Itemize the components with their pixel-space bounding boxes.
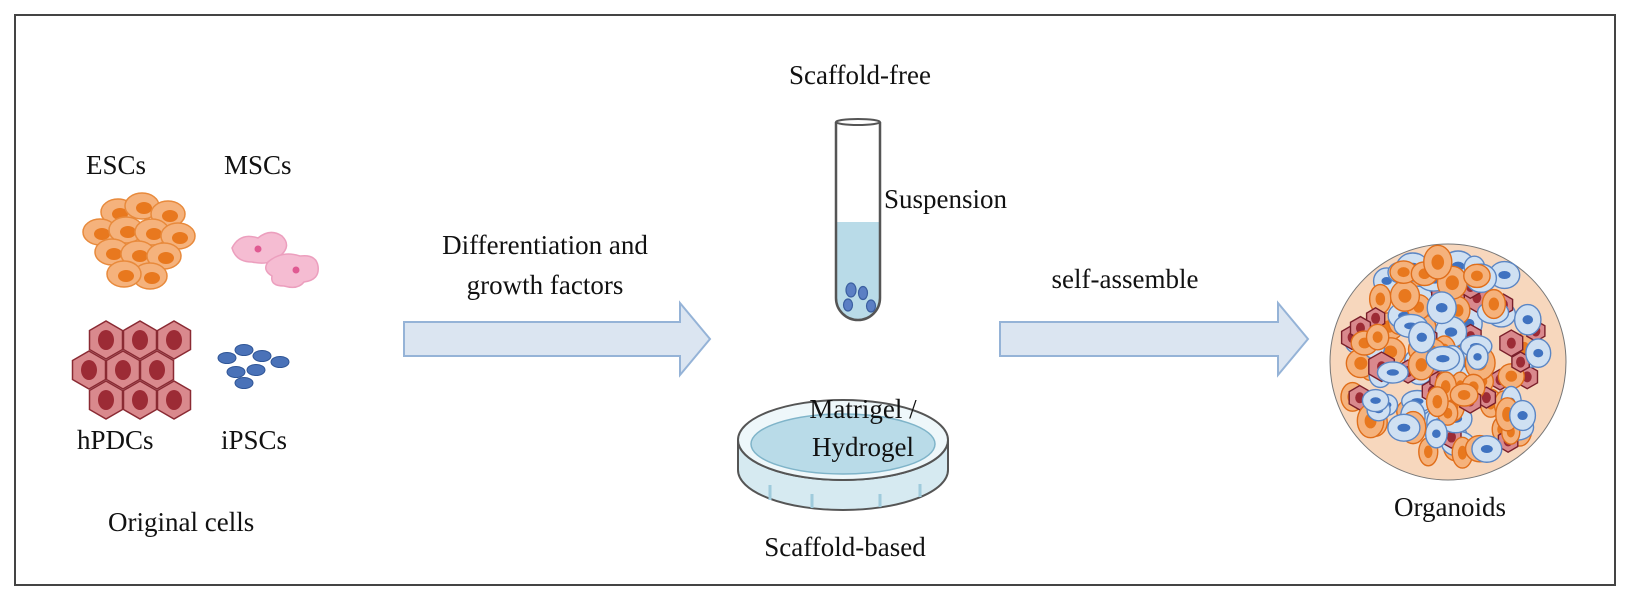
hpdc-nucleus [115,360,131,380]
hpdc-nucleus [98,390,114,410]
suspended-organoid [842,298,854,312]
organoids-label: Organoids [1394,492,1506,522]
organoid-cell-nucleus [1481,392,1491,404]
hpdc-nucleus [149,360,165,380]
msc-nucleus [292,266,300,274]
organoid-cell-nucleus [1432,429,1441,438]
organoid-cell-nucleus [1381,277,1392,285]
differentiation-arrow [403,300,712,378]
organoid-cell-nucleus [1431,254,1445,270]
organoid-cell-nucleus [1370,397,1381,404]
hpdc-label: hPDCs [77,425,154,455]
organoid-cell-nucleus [1397,267,1410,278]
scaffold-free-label: Scaffold-free [789,60,931,90]
ipsc-cells [217,344,290,389]
organoid-cell-nucleus [1522,315,1534,325]
hpdc-nucleus [166,390,182,410]
tube-rim [835,118,881,126]
organoid-cell-nucleus [1432,394,1443,409]
petri-dish [737,399,949,511]
esc-nucleus [158,252,174,264]
ipsc-cell [234,344,254,356]
organoid-cell-nucleus [1473,353,1482,361]
esc-nucleus [146,228,162,240]
esc-nucleus [136,202,152,214]
hpdc-nucleus [132,330,148,350]
organoid-cell-nucleus [1397,423,1411,432]
organoid-cell-nucleus [1416,332,1427,342]
organoid-cell-nucleus [1517,411,1528,421]
organoid-cell-nucleus [1354,356,1368,370]
organoid-cell-nucleus [1444,327,1458,337]
esc-nucleus [118,270,134,282]
matrigel-label: Matrigel / [809,394,917,424]
hpdc-nucleus [132,390,148,410]
ipsc-cell [246,364,266,376]
organoid-cell-nucleus [1371,312,1381,324]
organoid-cell-nucleus [1386,369,1399,376]
esc-nucleus [144,272,160,284]
esc-nucleus [120,226,136,238]
hpdc-nucleus [81,360,97,380]
organoid-cell-nucleus [1522,371,1532,383]
organoid-cell-nucleus [1505,370,1518,382]
organoid-cell-nucleus [1533,348,1544,358]
organoid-sphere [1329,243,1567,481]
tube-medium [836,222,880,320]
organoid-cell-nucleus [1506,337,1516,349]
hydrogel-label: Hydrogel [812,432,914,462]
differentiation-label-line1: Differentiation and [442,230,648,260]
esc-label: ESCs [86,150,147,180]
ipsc-cell [226,366,246,378]
esc-nucleus [162,210,178,222]
msc-nucleus [254,245,262,253]
organoid-cell-nucleus [1457,389,1471,400]
organoid-cell-nucleus [1424,445,1433,459]
hpdc-nucleus [98,330,114,350]
esc-cell-cluster [82,192,196,290]
ipsc-label: iPSCs [221,425,288,455]
organoid-cell-nucleus [1498,270,1511,280]
ipsc-cell [270,356,290,368]
organoid-cell-nucleus [1372,331,1383,343]
self-assemble-arrow [999,300,1310,378]
ipsc-cell [217,352,237,364]
organoid-cell-nucleus [1471,270,1483,282]
organoid-cell-nucleus [1445,275,1459,291]
msc-cells [231,231,319,289]
organoid-cell-nucleus [1398,288,1412,303]
esc-nucleus [132,250,148,262]
suspended-organoid [865,299,877,313]
hpdc-nucleus [166,330,182,350]
esc-nucleus [106,248,122,260]
ipsc-cell [234,377,254,389]
esc-nucleus [172,232,188,244]
organoid-cell-nucleus [1480,445,1493,453]
scaffold-based-label: Scaffold-based [764,532,926,562]
organoid-cell-nucleus [1435,303,1448,313]
organoid-cell-nucleus [1516,356,1526,368]
esc-nucleus [94,228,110,240]
suspended-organoid [857,285,869,301]
hpdc-cell-cluster [71,320,192,420]
msc-cell [265,253,319,289]
ipsc-cell [252,350,272,362]
differentiation-label-line2: growth factors [466,270,624,300]
organoid-cell-nucleus [1457,445,1468,460]
msc-label: MSCs [224,150,292,180]
dish-gel [750,413,936,475]
original-cells-label: Original cells [108,507,255,537]
self-assemble-label: self-assemble [1051,264,1199,294]
suspended-organoid [845,282,857,298]
tube-glass [834,122,882,322]
organoid-cell-nucleus [1488,297,1500,311]
suspension-label: Suspension [884,184,1008,214]
organoid-cell-nucleus [1375,292,1386,306]
organoid-cell-nucleus [1446,431,1456,443]
organoid-cell-nucleus [1415,358,1428,372]
test-tube [834,118,882,322]
organoid-cell-nucleus [1436,355,1450,363]
